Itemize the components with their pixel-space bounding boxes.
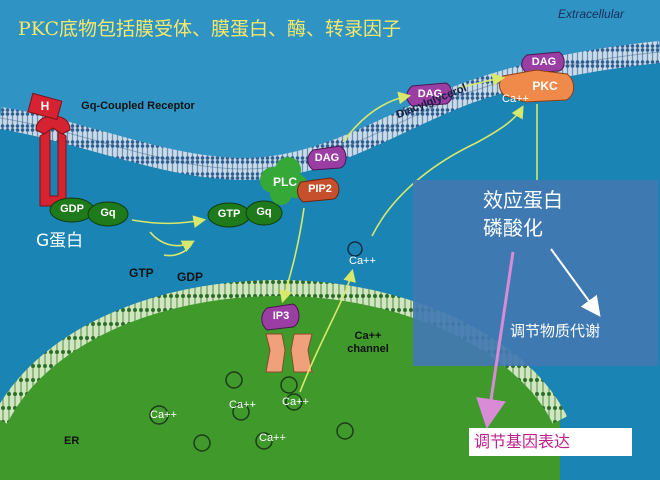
receptor-label: Gq-Coupled Receptor bbox=[81, 100, 195, 112]
plc-label: PLC bbox=[273, 175, 297, 189]
gene-expression-box bbox=[469, 428, 632, 456]
dag-membrane-label: DAG bbox=[314, 152, 340, 164]
gdp-gtp-exchange-arrow bbox=[149, 231, 195, 253]
hormone-ligand bbox=[27, 92, 63, 121]
ca-channel-label: Ca++ channel bbox=[347, 330, 389, 355]
ca-vesicle bbox=[225, 371, 243, 389]
gtp-free-label: GTP bbox=[129, 266, 154, 280]
g-protein-label: G蛋白 bbox=[36, 231, 84, 251]
dag-upper-label: DAG bbox=[417, 88, 443, 100]
ca-ion-er: Ca++ bbox=[229, 399, 256, 411]
effector-protein-label: 效应蛋白 bbox=[483, 188, 563, 212]
ca-vesicle bbox=[336, 422, 354, 440]
gene-expression-label: 调节基因表达 bbox=[474, 432, 571, 451]
effector-info-box bbox=[413, 180, 658, 366]
ca-to-pkc-arrowhead bbox=[475, 105, 524, 144]
gq-inactive-label: Gq bbox=[100, 207, 116, 219]
extracellular-region bbox=[0, 0, 660, 169]
ligand-label: H bbox=[40, 99, 50, 113]
dag-to-pkc-arrow bbox=[457, 73, 506, 89]
er-label: ER bbox=[64, 435, 80, 447]
dag-diffusion-arrow bbox=[342, 91, 412, 143]
ip3-release-arrow bbox=[279, 207, 305, 304]
gdp-release-arrow bbox=[163, 241, 193, 257]
extracellular-label: Extracellular bbox=[558, 7, 625, 21]
gdp-bound-label: GDP bbox=[60, 203, 84, 215]
ca-vesicle bbox=[347, 241, 363, 257]
page-title: PKC底物包括膜受体、膜蛋白、酶、转录因子 bbox=[18, 18, 402, 40]
pip2-label: PIP2 bbox=[308, 183, 332, 195]
phosphorylation-label: 磷酸化 bbox=[483, 216, 543, 240]
gq-inactive-bubble bbox=[87, 201, 129, 227]
metabolism-regulation-label: 调节物质代谢 bbox=[510, 322, 601, 340]
pip2-shape bbox=[297, 177, 340, 203]
ca-vesicle bbox=[193, 434, 211, 452]
ca-ion-er: Ca++ bbox=[259, 432, 286, 444]
ca-ion-at-pkc: Ca++ bbox=[502, 93, 529, 105]
pkc-label: PKC bbox=[532, 79, 558, 93]
dag-pkc-shape bbox=[521, 51, 565, 74]
ip3-label: IP3 bbox=[272, 310, 290, 322]
to-metabolism-arrow bbox=[550, 248, 601, 317]
gtp-bound-label: GTP bbox=[217, 208, 241, 220]
g-activation-arrow bbox=[131, 215, 207, 228]
ca-channel-shape bbox=[265, 333, 313, 373]
ca-vesicle bbox=[285, 393, 303, 411]
dag-pkc-label: DAG bbox=[531, 56, 557, 68]
ca-vesicle bbox=[255, 432, 273, 450]
ca-release-arrow bbox=[299, 268, 356, 393]
ip3-shape bbox=[261, 303, 300, 331]
ca-to-pkc-arrow bbox=[371, 142, 477, 237]
ca-ion-er: Ca++ bbox=[282, 396, 309, 408]
gdp-free-label: GDP bbox=[177, 270, 204, 284]
ca-vesicle bbox=[232, 403, 250, 421]
gq-active-bubble bbox=[245, 200, 283, 226]
gq-active-label: Gq bbox=[256, 206, 272, 218]
ca-vesicle bbox=[149, 405, 169, 425]
ca-ion-cytoplasm: Ca++ bbox=[349, 255, 376, 267]
ca-vesicle bbox=[280, 376, 298, 394]
ca-ion-er: Ca++ bbox=[150, 409, 177, 421]
dag-membrane-shape bbox=[307, 145, 347, 171]
to-gene-expression-arrow bbox=[476, 251, 515, 429]
